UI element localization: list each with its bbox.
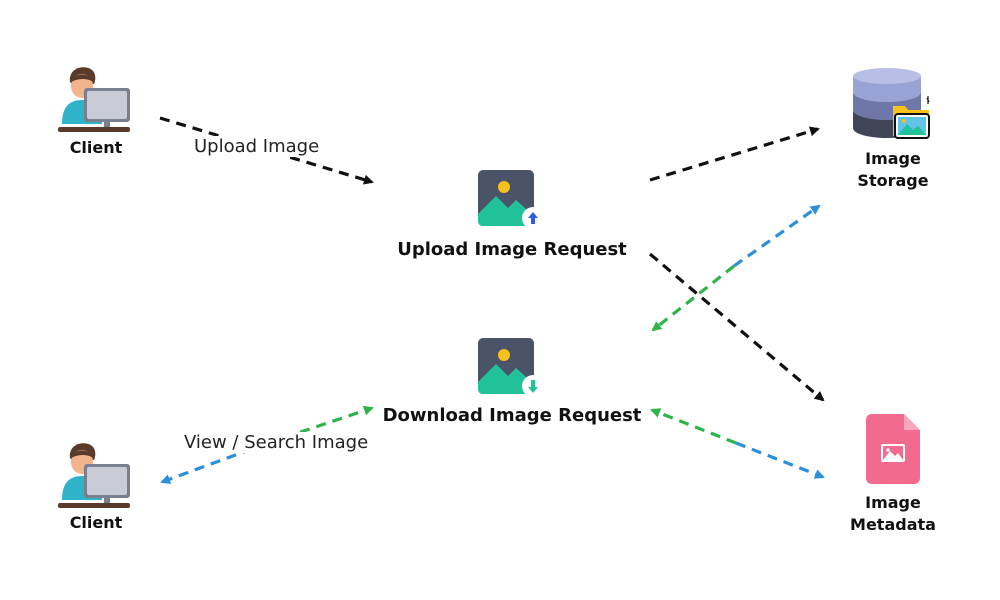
upload-request-label: Upload Image Request [397, 239, 627, 260]
image-upload-icon [478, 170, 544, 229]
image-storage-label-line2: Storage [857, 171, 929, 190]
view-search-image-edge-label: View / Search Image [181, 432, 372, 453]
image-storage-label: Image Storage [833, 148, 953, 192]
upload-image-edge-label: Upload Image [191, 136, 323, 157]
database-with-image-folder-icon [853, 68, 930, 139]
download-request-label: Download Image Request [382, 405, 642, 426]
arrow-download-metadata-bidirectional [650, 408, 825, 479]
image-metadata-label: Image Metadata [833, 492, 953, 536]
image-download-icon [478, 338, 544, 397]
image-document-icon [866, 414, 920, 484]
image-metadata-label-line2: Metadata [850, 515, 936, 534]
client-bottom-label: Client [69, 513, 123, 532]
arrow-upload-to-storage [649, 126, 820, 182]
client-icon [58, 67, 130, 132]
arrow-storage-download-bidirectional [651, 204, 821, 332]
arrow-upload-to-metadata [648, 252, 825, 402]
client-icon [58, 443, 130, 508]
image-storage-label-line1: Image [865, 149, 921, 168]
image-metadata-label-line1: Image [865, 493, 921, 512]
client-top-label: Client [69, 138, 123, 157]
